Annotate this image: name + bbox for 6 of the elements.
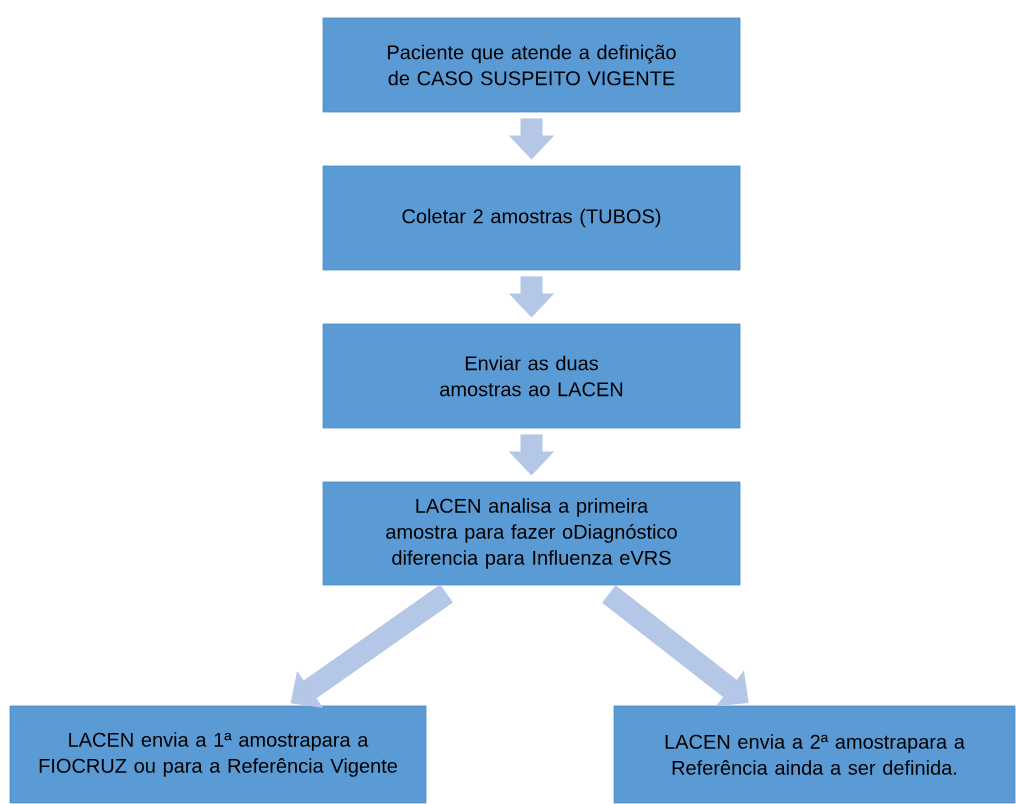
process-box: Paciente que atende a definição de CASO SUSPEITO VIGENTE [322, 17, 741, 113]
process-box: LACEN envia a 2ª amostrapara a Referência ainda a ser definida. [613, 705, 1016, 804]
process-box: LACEN analisa a primeira amostra para fazer oDiagnóstico diferencia para Influenza eVRS [322, 481, 741, 586]
process-box: LACEN envia a 1ª amostrapara a FIOCRUZ ou para a Referência Vigente [9, 705, 427, 804]
process-box: Enviar as duas amostras ao LACEN [322, 323, 741, 429]
process-box: Coletar 2 amostras (TUBOS) [322, 165, 741, 271]
